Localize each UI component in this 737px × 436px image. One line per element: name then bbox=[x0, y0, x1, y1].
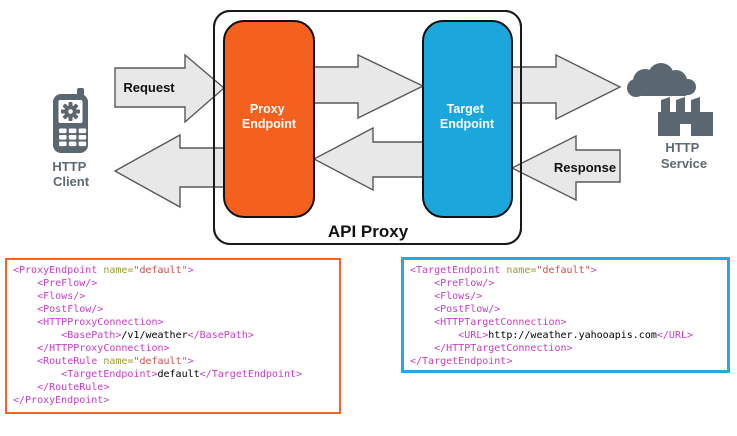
http-service-icon bbox=[627, 63, 713, 136]
code-line: </RouteRule> bbox=[37, 382, 110, 393]
code-line: </HTTPProxyConnection> bbox=[37, 343, 170, 354]
factory-door bbox=[680, 124, 691, 136]
http-client-label: HTTP Client bbox=[52, 159, 89, 189]
response-arrow bbox=[510, 134, 621, 202]
response-label: Response bbox=[554, 160, 616, 175]
code-line: <Flows/> bbox=[37, 291, 86, 302]
code-line: <PostFlow/> bbox=[37, 304, 104, 315]
target-to-service-arrow bbox=[511, 53, 622, 121]
proxy-endpoint-box bbox=[223, 20, 315, 218]
proxy-to-target-arrow bbox=[313, 53, 425, 120]
code-line: <Flows/> bbox=[434, 291, 483, 302]
http-service-label: HTTP Service bbox=[661, 140, 707, 171]
gear-icon bbox=[61, 102, 80, 121]
proxy-endpoint-code-box: <ProxyEndpoint name="default"> <PreFlow/… bbox=[5, 258, 341, 414]
code-line: <HTTPProxyConnection> bbox=[37, 317, 164, 328]
smoke-cloud bbox=[627, 63, 696, 97]
api-proxy-container-border bbox=[213, 10, 522, 245]
code-line: <PreFlow/> bbox=[434, 278, 495, 289]
code-line: <BasePath>/v1/weather</BasePath> bbox=[61, 330, 254, 341]
proxy-endpoint-label: Proxy Endpoint bbox=[242, 102, 297, 131]
target-endpoint-label: Target Endpoint bbox=[440, 102, 495, 131]
code-line: <HTTPTargetConnection> bbox=[434, 317, 567, 328]
request-label: Request bbox=[123, 80, 175, 95]
phone-keypad bbox=[59, 128, 87, 147]
code-line: <PostFlow/> bbox=[434, 304, 501, 315]
request-arrow bbox=[114, 53, 226, 124]
code-line: <URL>http://weather.yahooapis.com</URL> bbox=[458, 330, 693, 341]
response-to-client-arrow bbox=[113, 133, 225, 209]
target-endpoint-code-box: <TargetEndpoint name="default"> <PreFlow… bbox=[401, 257, 730, 373]
code-line: <ProxyEndpoint name="default"> bbox=[13, 265, 194, 276]
code-line: </ProxyEndpoint> bbox=[13, 395, 110, 406]
code-line: <RouteRule name="default"> bbox=[37, 356, 194, 367]
target-to-proxy-arrow bbox=[312, 126, 424, 192]
api-proxy-label: API Proxy bbox=[328, 222, 409, 241]
code-line: <TargetEndpoint>default</TargetEndpoint> bbox=[61, 369, 303, 380]
code-line: </HTTPTargetConnection> bbox=[434, 343, 573, 354]
code-line: <TargetEndpoint name="default"> bbox=[410, 265, 597, 276]
code-line: </TargetEndpoint> bbox=[410, 356, 513, 367]
target-endpoint-box bbox=[422, 20, 513, 218]
code-line: <PreFlow/> bbox=[37, 278, 98, 289]
http-client-icon bbox=[53, 88, 88, 153]
api-proxy-diagram: Request Response Proxy Endpoint Target E… bbox=[52, 10, 713, 245]
